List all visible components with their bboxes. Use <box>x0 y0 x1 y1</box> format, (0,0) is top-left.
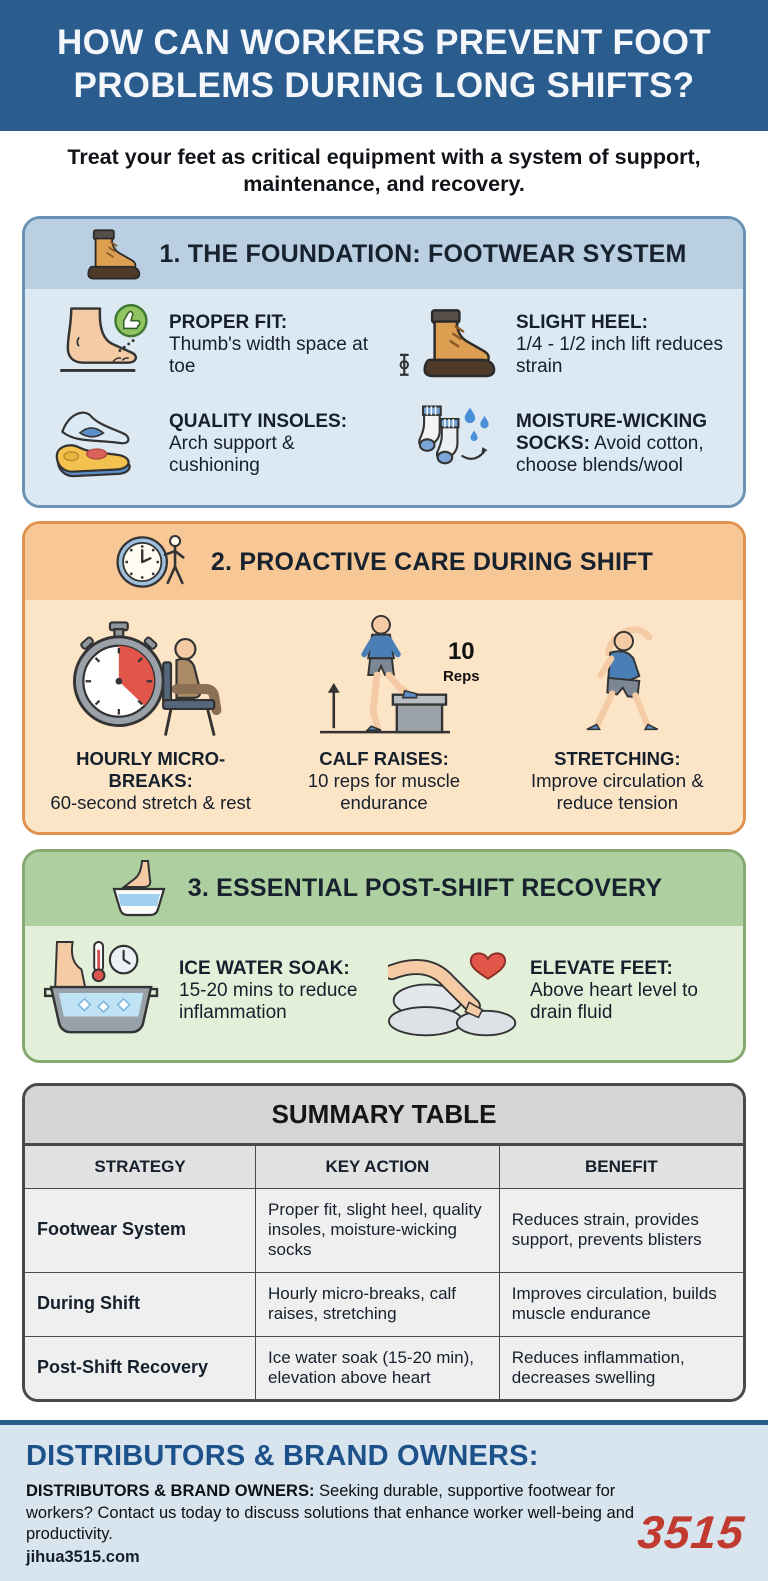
cell-key-action: Proper fit, slight heel, quality insoles… <box>255 1187 500 1273</box>
item-calf-raises-desc: 10 reps for muscle endurance <box>307 769 461 813</box>
item-quality-insoles-desc: Arch support & cushioning <box>169 433 295 477</box>
item-quality-insoles: QUALITY INSOLES:Arch support & cushionin… <box>41 401 380 487</box>
item-quality-insoles-text: QUALITY INSOLES:Arch support & cushionin… <box>169 411 380 477</box>
item-moisture-socks-text: MOISTURE-WICKING SOCKS: Avoid cotton, ch… <box>516 411 727 477</box>
section-post-shift-recovery: 3. ESSENTIAL POST-SHIFT RECOVERY <box>22 848 746 1063</box>
item-stretching-desc: Improve circulation & reduce tension <box>530 769 704 813</box>
item-elevate-feet-desc: Above heart level to drain fluid <box>530 979 698 1023</box>
item-quality-insoles-label: QUALITY INSOLES: <box>169 411 348 433</box>
page-title: HOW CAN WORKERS PREVENT FOOT PROBLEMS DU… <box>57 23 711 105</box>
section-footwear-header: 1. THE FOUNDATION: FOOTWEAR SYSTEM <box>25 219 743 290</box>
item-slight-heel: SLIGHT HEEL:1/4 - 1/2 inch lift reduces … <box>388 303 727 387</box>
boot-heel-measure-icon <box>388 303 506 387</box>
cell-key-action: Hourly micro-breaks, calf raises, stretc… <box>255 1271 500 1337</box>
item-stretching: STRETCHING: Improve circulation & reduce… <box>504 612 731 813</box>
section-proactive-items: HOURLY MICRO-BREAKS: 60-second stretch &… <box>25 600 743 832</box>
column-header-strategy: STRATEGY <box>25 1144 257 1189</box>
elevate-feet-icon <box>388 942 520 1040</box>
item-stretching-label: STRETCHING: <box>554 748 681 770</box>
item-elevate-feet: ELEVATE FEET:Above heart level to drain … <box>388 940 727 1042</box>
item-micro-breaks-label: HOURLY MICRO-BREAKS: <box>76 748 226 791</box>
item-elevate-feet-text: ELEVATE FEET:Above heart level to drain … <box>530 958 727 1024</box>
cell-benefit: Reduces strain, provides support, preven… <box>498 1187 743 1273</box>
item-micro-breaks: HOURLY MICRO-BREAKS: 60-second stretch &… <box>37 612 264 813</box>
reps-count-unit: Reps <box>442 668 480 686</box>
cell-key-action: Ice water soak (15-20 min), elevation ab… <box>255 1335 500 1400</box>
item-proper-fit: PROPER FIT:Thumb's width space at toe <box>41 303 380 387</box>
cell-strategy: During Shift <box>25 1271 257 1337</box>
item-moisture-socks-desc: Avoid cotton, choose blends/wool <box>516 433 704 477</box>
section-proactive-header: 2. PROACTIVE CARE DURING SHIFT <box>25 524 743 601</box>
item-calf-raises: 10 Reps CALF RAISES: 10 reps for muscle … <box>270 612 497 813</box>
stopwatch-seated-person-icon <box>37 612 264 740</box>
item-moisture-socks-label: MOISTURE-WICKING SOCKS: <box>516 411 708 455</box>
summary-table-card: SUMMARY TABLE STRATEGY KEY ACTION BENEFI… <box>22 1082 746 1403</box>
intro-subtitle: Treat your feet as critical equipment wi… <box>67 145 701 197</box>
item-ice-water-soak: ICE WATER SOAK:15-20 mins to reduce infl… <box>41 940 380 1042</box>
summary-table: STRATEGY KEY ACTION BENEFIT Footwear Sys… <box>25 1144 743 1400</box>
item-moisture-socks: MOISTURE-WICKING SOCKS: Avoid cotton, ch… <box>388 401 727 487</box>
section-recovery-items: ICE WATER SOAK:15-20 mins to reduce infl… <box>25 925 743 1060</box>
cell-benefit: Reduces inflammation, decreases swelling <box>498 1335 743 1400</box>
page-header: HOW CAN WORKERS PREVENT FOOT PROBLEMS DU… <box>0 0 768 132</box>
item-slight-heel-desc: 1/4 - 1/2 inch lift reduces strain <box>516 334 723 378</box>
stretching-person-icon <box>504 612 731 740</box>
section-recovery-title: 3. ESSENTIAL POST-SHIFT RECOVERY <box>187 874 663 903</box>
cell-strategy: Footwear System <box>25 1187 257 1273</box>
ice-water-soak-icon <box>41 940 169 1042</box>
item-elevate-feet-label: ELEVATE FEET: <box>530 957 673 979</box>
item-proper-fit-text: PROPER FIT:Thumb's width space at toe <box>169 312 380 378</box>
work-boot-icon <box>81 226 143 282</box>
item-slight-heel-label: SLIGHT HEEL: <box>516 312 648 334</box>
footer-heading: DISTRIBUTORS & BRAND OWNERS: <box>26 1440 539 1473</box>
item-ice-water-text: ICE WATER SOAK:15-20 mins to reduce infl… <box>179 958 380 1024</box>
item-ice-water-label: ICE WATER SOAK: <box>179 957 350 979</box>
item-proper-fit-label: PROPER FIT: <box>169 312 288 334</box>
brand-3515-logo: 3515 <box>634 1505 747 1558</box>
item-calf-raises-label: CALF RAISES: <box>319 748 449 770</box>
clock-person-icon <box>115 531 195 593</box>
section-footwear-items: PROPER FIT:Thumb's width space at toe SL… <box>25 289 743 506</box>
section-footwear-title: 1. THE FOUNDATION: FOOTWEAR SYSTEM <box>159 239 687 268</box>
item-ice-water-desc: 15-20 mins to reduce inflammation <box>179 979 358 1023</box>
table-row: Footwear System Proper fit, slight heel,… <box>25 1187 743 1273</box>
item-slight-heel-text: SLIGHT HEEL:1/4 - 1/2 inch lift reduces … <box>516 312 727 378</box>
footer-body-lead: DISTRIBUTORS & BRAND OWNERS: <box>26 1482 315 1501</box>
item-micro-breaks-desc: 60-second stretch & rest <box>50 791 251 813</box>
insole-icon <box>41 403 159 485</box>
footer-body: DISTRIBUTORS & BRAND OWNERS: Seeking dur… <box>26 1481 646 1545</box>
item-proper-fit-desc: Thumb's width space at toe <box>169 334 368 378</box>
moisture-socks-icon <box>388 401 506 487</box>
section-proactive-care: 2. PROACTIVE CARE DURING SHIFT <box>22 521 746 835</box>
foot-thumbs-up-icon <box>41 304 159 386</box>
section-recovery-header: 3. ESSENTIAL POST-SHIFT RECOVERY <box>25 851 743 926</box>
cell-benefit: Improves circulation, builds muscle endu… <box>498 1271 743 1337</box>
section-proactive-title: 2. PROACTIVE CARE DURING SHIFT <box>210 547 654 576</box>
summary-table-title: SUMMARY TABLE <box>25 1085 743 1145</box>
foot-basin-icon <box>106 859 172 919</box>
calf-raise-icon: 10 Reps <box>270 612 497 740</box>
footer-cta: DISTRIBUTORS & BRAND OWNERS: DISTRIBUTOR… <box>0 1420 768 1581</box>
column-header-key-action: KEY ACTION <box>255 1144 500 1189</box>
column-header-benefit: BENEFIT <box>498 1144 743 1189</box>
summary-header-row: STRATEGY KEY ACTION BENEFIT <box>25 1144 743 1189</box>
cell-strategy: Post-Shift Recovery <box>25 1335 257 1400</box>
reps-counter: 10 Reps <box>443 640 480 686</box>
reps-count-value: 10 <box>447 638 475 666</box>
section-footwear-system: 1. THE FOUNDATION: FOOTWEAR SYSTEM PROPE… <box>22 216 746 509</box>
table-row: Post-Shift Recovery Ice water soak (15-2… <box>25 1335 743 1400</box>
table-row: During Shift Hourly micro-breaks, calf r… <box>25 1271 743 1337</box>
